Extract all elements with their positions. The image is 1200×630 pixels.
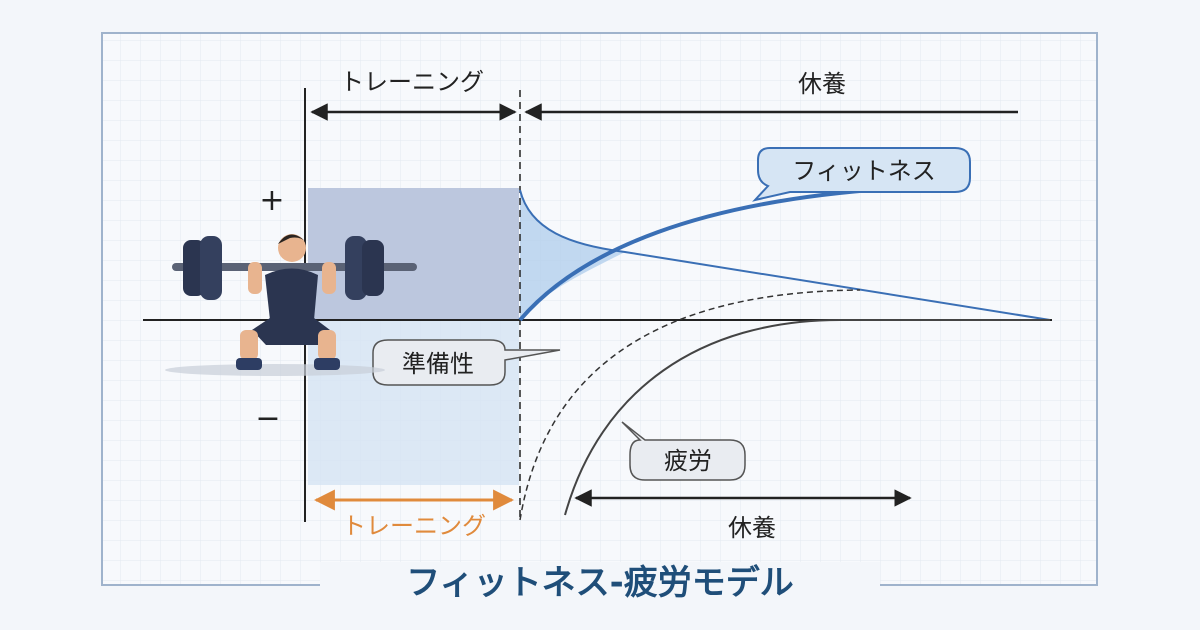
fatigue-curve bbox=[564, 319, 1050, 516]
fatigue-callout: 疲労 bbox=[621, 421, 746, 481]
plus-sign: + bbox=[259, 183, 284, 218]
fatigue-label: 疲労 bbox=[664, 447, 712, 475]
squatting-athlete-illustration bbox=[165, 234, 417, 376]
bottom-training-label: トレーニング bbox=[342, 512, 486, 540]
readiness-dashed-curve bbox=[519, 289, 861, 521]
training-positive-region bbox=[308, 188, 519, 320]
grid-background bbox=[103, 34, 1096, 584]
readiness-fill bbox=[520, 190, 625, 320]
fitness-label: フィットネス bbox=[792, 157, 936, 185]
minus-sign: − bbox=[255, 401, 280, 436]
readiness-callout: 準備性 bbox=[372, 339, 561, 386]
fitness-curve bbox=[518, 186, 901, 322]
top-rest-label: 休養 bbox=[798, 70, 846, 98]
bottom-rest-label: 休養 bbox=[728, 514, 776, 542]
title-background bbox=[320, 562, 880, 602]
readiness-label: 準備性 bbox=[402, 350, 474, 378]
diagram-title: フィットネス-疲労モデル bbox=[406, 563, 793, 603]
top-training-label: トレーニング bbox=[340, 68, 484, 96]
fatigue-decay-curve bbox=[519, 189, 1051, 321]
fitness-callout: フィットネス bbox=[752, 147, 971, 202]
